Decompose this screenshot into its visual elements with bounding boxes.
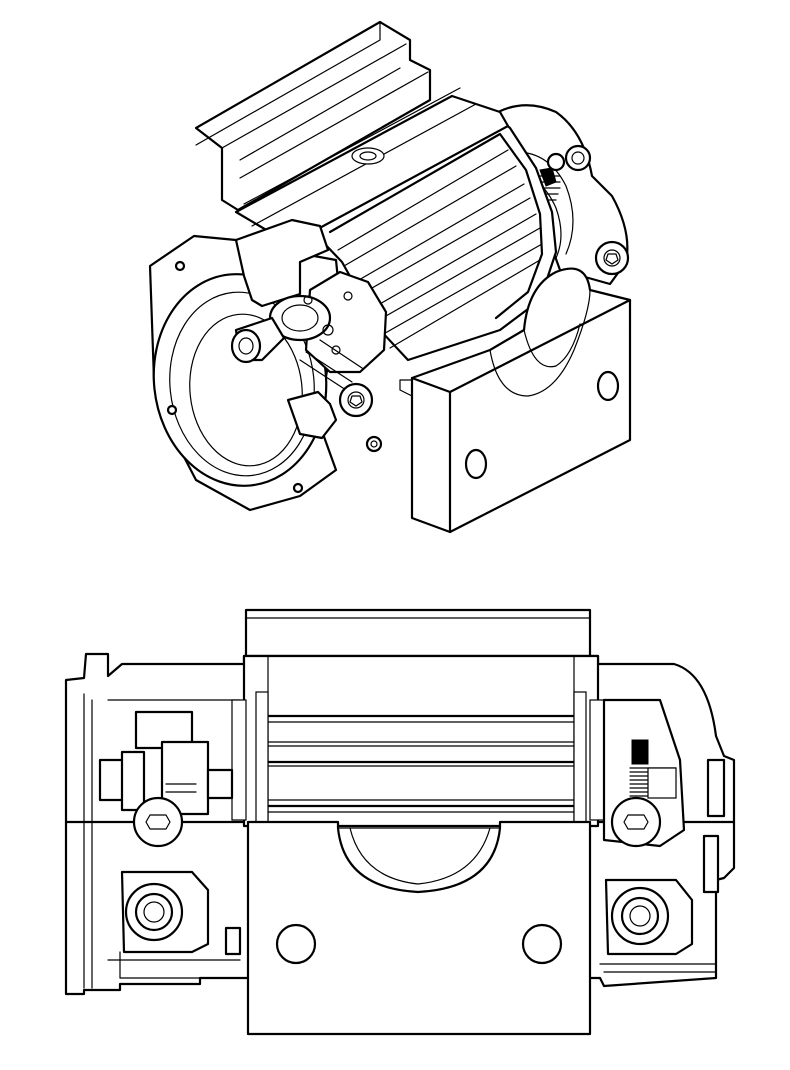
section-cut-plate [234, 218, 338, 440]
rear-gear-assembly [531, 167, 561, 201]
rear-bolt-upper [546, 144, 592, 172]
small-cap-screw [365, 435, 383, 453]
right-gear-stack [629, 739, 677, 799]
back-mounting-plate [194, 20, 432, 212]
rear-bolt-lower [594, 240, 630, 276]
internal-mechanism [230, 270, 388, 391]
right-hex-bolt [610, 796, 662, 848]
cylinder-elevation [231, 654, 605, 828]
right-lower-fitting [599, 878, 717, 973]
isometric-section-view [148, 20, 632, 534]
top-plate [244, 608, 592, 660]
saddle-block-elevation [246, 820, 592, 1036]
left-hex-bolt [132, 796, 184, 848]
front-bolt [338, 382, 374, 418]
left-lower-fitting [119, 870, 242, 979]
front-saddle-block [399, 267, 632, 534]
